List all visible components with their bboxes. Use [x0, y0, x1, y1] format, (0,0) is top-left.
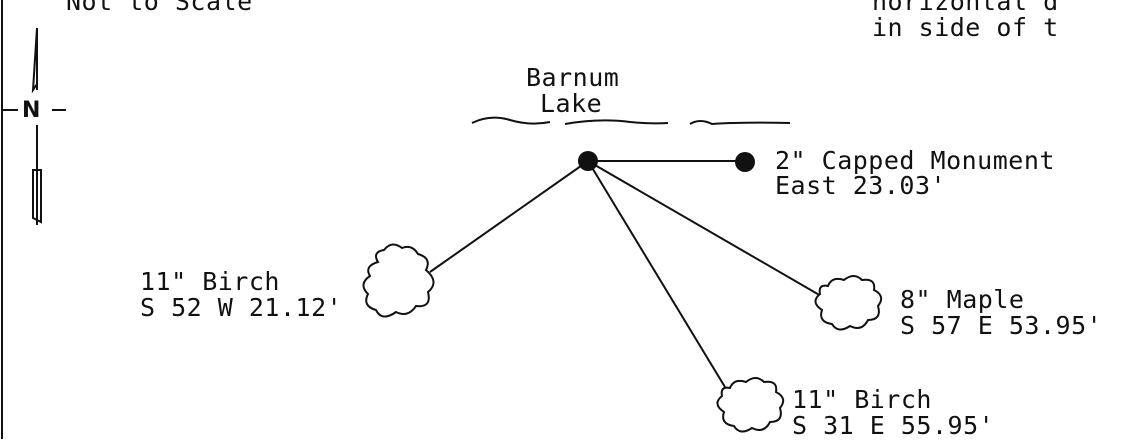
corner-point	[578, 151, 598, 171]
left-border-line	[1, 0, 3, 439]
tree-icon	[716, 377, 785, 433]
north-arrow-icon	[2, 27, 66, 225]
south-birch-bearing: S 31 E 55.95'	[792, 411, 995, 440]
west-birch-bearing: S 52 W 21.12'	[140, 293, 343, 322]
bearing-lines	[429, 160, 829, 393]
maple-bearing: S 57 E 53.95'	[900, 311, 1103, 340]
north-label: N	[22, 98, 41, 123]
note-line-2: in side of t	[872, 13, 1059, 42]
line-to-south-birch	[587, 160, 729, 393]
lake-name-line-2: Lake	[540, 89, 603, 118]
line-to-west-birch	[429, 160, 589, 273]
tree-icon	[362, 243, 435, 318]
maple-name: 8" Maple	[900, 285, 1025, 314]
monument-point	[735, 152, 755, 172]
tree-icon	[814, 275, 883, 331]
south-birch-name: 11" Birch	[792, 385, 932, 414]
line-to-maple	[587, 160, 829, 301]
scale-note: Not to Scale	[66, 0, 253, 16]
west-birch-name: 11" Birch	[140, 267, 280, 296]
lake-name-line-1: Barnum	[526, 63, 620, 92]
monument-bearing: East 23.03'	[775, 171, 947, 200]
monument-name: 2" Capped Monument	[775, 146, 1055, 175]
lake-shoreline	[471, 116, 791, 126]
note-line-1: horizontal d	[872, 0, 1059, 16]
